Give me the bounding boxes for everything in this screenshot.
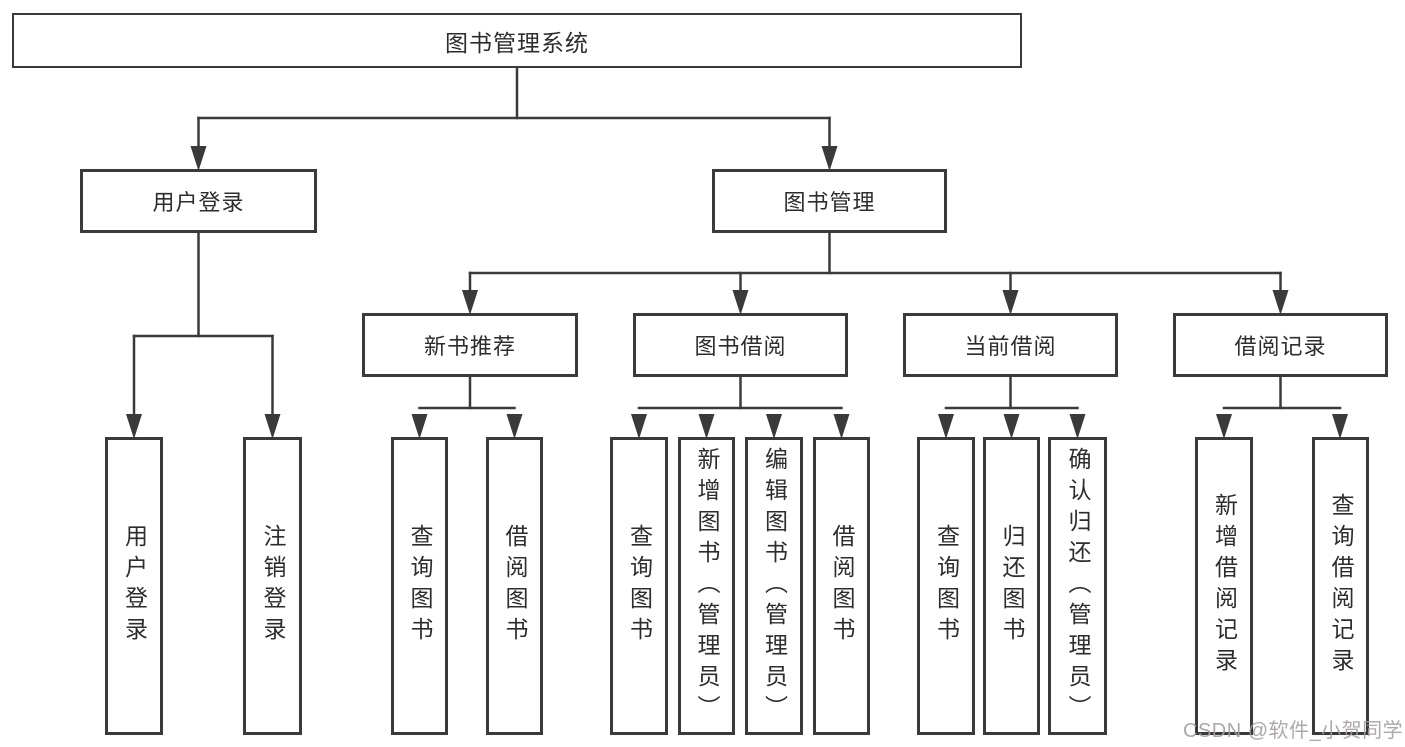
- leaf-borrow-books-recommend-label: 借阅图书: [502, 524, 528, 648]
- leaf-return-books-label: 归还图书: [999, 524, 1025, 648]
- leaf-edit-book-admin: 编辑图书（管理员）: [745, 437, 803, 735]
- leaf-user-login: 用户登录: [105, 437, 163, 735]
- group-current-borrowing: 当前借阅: [903, 313, 1118, 377]
- branch-book-management-label: 图书管理: [783, 190, 876, 215]
- leaf-confirm-return-admin-label: 确认归还（管理员）: [1065, 446, 1091, 726]
- group-new-book-recommendation: 新书推荐: [362, 313, 578, 377]
- branch-user-login: 用户登录: [80, 169, 317, 233]
- group-current-borrowing-label: 当前借阅: [964, 334, 1057, 359]
- leaf-query-borrow-record-label: 查询借阅记录: [1328, 493, 1354, 679]
- node-root: 图书管理系统: [12, 13, 1022, 68]
- leaf-query-books-recommend: 查询图书: [391, 437, 448, 735]
- leaf-confirm-return-admin: 确认归还（管理员）: [1048, 437, 1107, 735]
- branch-user-login-label: 用户登录: [152, 190, 245, 215]
- leaf-query-books-borrowing: 查询图书: [610, 437, 668, 735]
- leaf-borrow-books-borrowing: 借阅图书: [813, 437, 870, 735]
- group-borrowing-records-label: 借阅记录: [1234, 334, 1327, 359]
- leaf-borrow-books-recommend: 借阅图书: [486, 437, 543, 735]
- group-book-borrowing-label: 图书借阅: [694, 334, 787, 359]
- branch-book-management: 图书管理: [712, 169, 947, 233]
- leaf-query-books-borrowing-label: 查询图书: [626, 524, 653, 648]
- csdn-watermark: CSDN @软件_小贺同学: [1183, 720, 1404, 742]
- leaf-add-book-admin-label: 新增图书（管理员）: [694, 446, 720, 726]
- leaf-user-login-label: 用户登录: [121, 524, 148, 648]
- leaf-edit-book-admin-label: 编辑图书（管理员）: [761, 446, 788, 726]
- leaf-logout-label: 注销登录: [260, 524, 286, 648]
- leaf-add-borrow-record: 新增借阅记录: [1195, 437, 1253, 735]
- group-borrowing-records: 借阅记录: [1173, 313, 1388, 377]
- node-root-label: 图书管理系统: [445, 29, 589, 56]
- leaf-query-books-current: 查询图书: [917, 437, 975, 735]
- group-book-borrowing: 图书借阅: [633, 313, 848, 377]
- leaf-add-borrow-record-label: 新增借阅记录: [1211, 493, 1238, 679]
- leaf-logout: 注销登录: [243, 437, 302, 735]
- leaf-return-books: 归还图书: [983, 437, 1040, 735]
- leaf-add-book-admin: 新增图书（管理员）: [678, 437, 735, 735]
- group-new-book-recommendation-label: 新书推荐: [423, 334, 516, 359]
- leaf-query-borrow-record: 查询借阅记录: [1312, 437, 1369, 735]
- leaf-query-books-current-label: 查询图书: [933, 524, 960, 648]
- leaf-query-books-recommend-label: 查询图书: [407, 524, 433, 648]
- leaf-borrow-books-borrowing-label: 借阅图书: [829, 524, 855, 648]
